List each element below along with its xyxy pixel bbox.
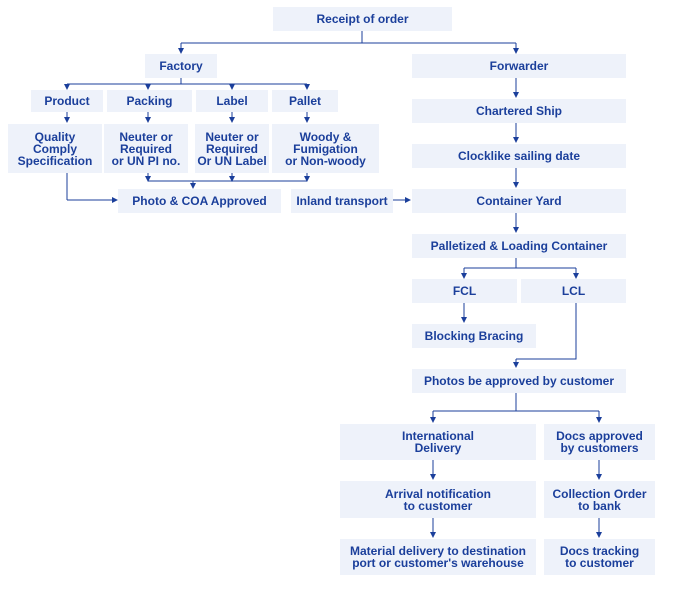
node-container-yard: Container Yard xyxy=(412,189,626,213)
node-blocking-bracing: Blocking Bracing xyxy=(412,324,536,348)
node-international-delivery: International Delivery xyxy=(340,424,536,460)
node-docs-approved: Docs approved by customers xyxy=(544,424,655,460)
node-docs-tracking: Docs tracking to customer xyxy=(544,539,655,575)
node-chartered-ship: Chartered Ship xyxy=(412,99,626,123)
node-palletized-loading: Palletized & Loading Container xyxy=(412,234,626,258)
node-arrival-notification: Arrival notification to customer xyxy=(340,481,536,518)
node-collection-order: Collection Order to bank xyxy=(544,481,655,518)
node-lcl: LCL xyxy=(521,279,626,303)
node-receipt-of-order: Receipt of order xyxy=(273,7,452,31)
node-packing: Packing xyxy=(107,90,192,112)
node-factory: Factory xyxy=(145,54,217,78)
node-label: Label xyxy=(196,90,268,112)
connector-lcl-down xyxy=(516,303,577,360)
node-forwarder: Forwarder xyxy=(412,54,626,78)
node-product: Product xyxy=(31,90,103,112)
node-quality: Quality Comply Specification xyxy=(8,124,102,173)
node-photo-coa-approved: Photo & COA Approved xyxy=(118,189,281,213)
node-photos-approved: Photos be approved by customer xyxy=(412,369,626,393)
node-neuter-required-pi: Neuter or Required or UN PI no. xyxy=(104,124,188,173)
node-clocklike-sailing: Clocklike sailing date xyxy=(412,144,626,168)
node-neuter-required-label: Neuter or Required Or UN Label xyxy=(195,124,269,173)
node-material-delivery: Material delivery to destination port or… xyxy=(340,539,536,575)
node-woody-fumigation: Woody & Fumigation or Non-woody xyxy=(272,124,379,173)
node-fcl: FCL xyxy=(412,279,517,303)
node-inland-transport: Inland transport xyxy=(291,189,393,213)
node-pallet: Pallet xyxy=(272,90,338,112)
